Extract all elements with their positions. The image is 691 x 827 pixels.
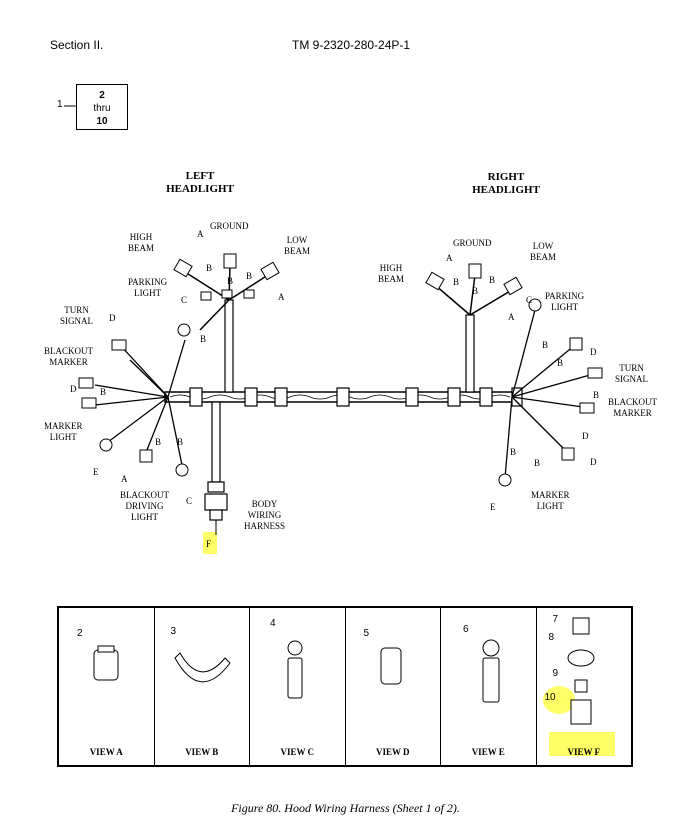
letter-c: C [181,295,188,305]
letter-a: A [197,229,204,239]
letter-e: E [490,502,496,512]
view-f-label: VIEW F [567,747,601,757]
right-high-beam-label: HIGH BEAM [378,263,405,284]
letter-b: B [453,277,460,287]
letter-b: B [155,437,162,447]
letter-a: A [278,292,285,302]
letter-b: B [246,271,253,281]
left-title-line-1: LEFT [185,170,215,182]
letter-b: B [177,437,184,447]
right-marker-label: MARKER LIGHT [531,490,570,511]
letter-d: D [109,313,116,323]
clamp-icon [173,652,231,683]
right-headlight-title: RIGHT HEADLIGHT [466,171,546,197]
left-marker-label: MARKER LIGHT [44,421,83,442]
letter-b: B [206,263,213,273]
letter-d: D [70,384,77,394]
left-blackout-marker-label: BLACKOUT MARKER [44,346,93,367]
left-blackout-driving-label: BLACKOUT DRIVING LIGHT [120,490,169,522]
left-low-beam-label: LOW BEAM [284,235,311,256]
letter-b: B [100,387,107,397]
callout-line-1: 2 [99,90,105,101]
callout-line-3: 10 [96,116,108,127]
view-f-number-7: 7 [552,614,559,625]
view-e-cell: 6 VIEW E [441,608,537,765]
views-panel: 2 VIEW A 3 VIEW B 4 VIEW C 5 VIEW D 6 [57,606,633,767]
letter-d: D [582,431,589,441]
letter-b: B [489,275,496,285]
letter-c: C [186,496,193,506]
letter-b: B [593,390,600,400]
ring-terminal-icon [287,640,303,699]
connector-cap-icon [93,645,119,681]
letter-b: B [557,358,564,368]
tm-number: TM 9-2320-280-24P-1 [292,38,411,52]
left-title-line-2: HEADLIGHT [166,183,234,195]
view-d-cell: 5 VIEW D [346,608,441,765]
bullet-connector-icon [380,647,401,685]
view-b-number: 3 [170,626,177,637]
wiring-harness-diagram [64,105,603,554]
view-b-label: VIEW B [185,747,219,757]
view-a-number: 2 [77,628,83,639]
right-title-line-1: RIGHT [487,171,525,183]
body-wiring-harness-label: BODY WIRING HARNESS [244,499,286,531]
view-f-number-9: 9 [552,668,559,679]
letter-a: A [508,312,515,322]
letter-f-highlighted: F [206,539,212,549]
letter-b: B [227,276,234,286]
letter-b: B [472,286,479,296]
letter-d: D [590,457,597,467]
right-ground-label: GROUND [453,238,492,248]
view-f-cell: 7 8 9 10 VIEW F [537,608,632,765]
left-parking-label: PARKING LIGHT [128,277,168,298]
letter-b: B [534,458,541,468]
view-d-label: VIEW D [375,747,410,757]
right-turn-label: TURN SIGNAL [615,363,648,384]
view-a-label: VIEW A [89,747,123,757]
left-high-beam-label: HIGH BEAM [128,232,155,253]
letter-c: C [526,295,533,305]
right-low-beam-label: LOW BEAM [530,241,557,262]
letter-a: A [446,253,453,263]
letter-b: B [542,340,549,350]
view-a-cell: 2 VIEW A [59,608,155,765]
right-blackout-marker-label: BLACKOUT MARKER [608,397,657,418]
letter-d: D [590,347,597,357]
view-e-label: VIEW E [471,747,505,757]
view-d-number: 5 [363,628,370,639]
right-title-line-2: HEADLIGHT [472,184,540,196]
left-headlight-title: LEFT HEADLIGHT [160,170,240,196]
view-c-cell: 4 VIEW C [250,608,346,765]
view-f-number-8: 8 [548,632,555,643]
connector-assembly-icon [542,617,615,756]
view-b-cell: 3 VIEW B [155,608,250,765]
view-e-number: 6 [463,624,469,635]
letter-e: E [93,467,99,477]
letter-b: B [510,447,517,457]
left-turn-label: TURN SIGNAL [60,305,93,326]
letter-a: A [121,474,128,484]
view-c-number: 4 [270,618,276,629]
section-label: Section II. [50,38,104,52]
figure-caption: Figure 80. Hood Wiring Harness (Sheet 1 … [231,801,460,815]
callout-line-2: thru [93,103,111,114]
view-f-number-10: 10 [544,692,556,703]
letter-b: B [200,334,207,344]
ring-terminal-large-icon [482,639,500,703]
callout-item-number: 1 [57,99,63,110]
right-parking-label: PARKING LIGHT [545,291,585,312]
left-ground-label: GROUND [210,221,249,231]
view-c-label: VIEW C [280,747,315,757]
callout-box: 2 thru 10 [76,84,128,130]
